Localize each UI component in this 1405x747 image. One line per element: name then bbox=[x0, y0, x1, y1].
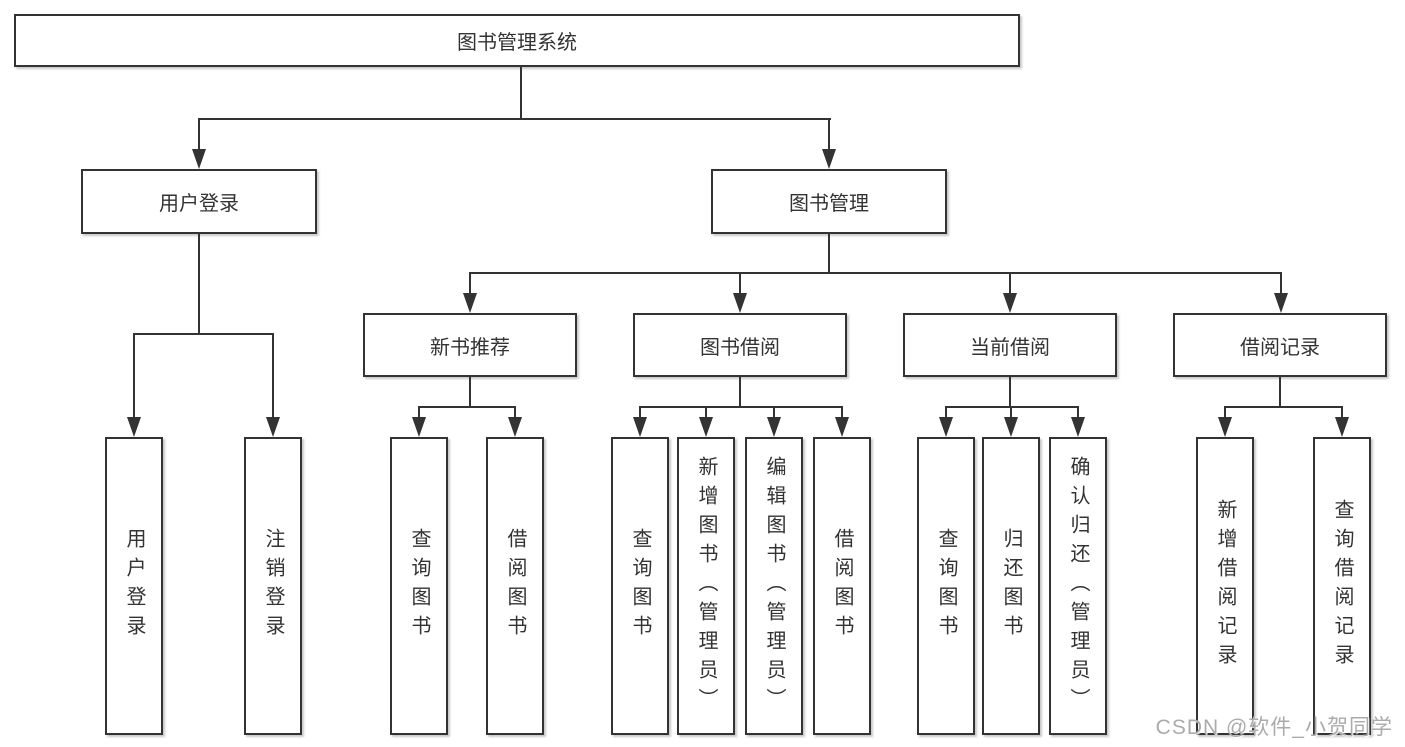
connector-line bbox=[1279, 377, 1281, 407]
arrowhead-down-icon bbox=[835, 417, 849, 437]
node-library-management-system: 图书管理系统 bbox=[14, 14, 1020, 67]
connector-line bbox=[1280, 272, 1282, 293]
connector-line bbox=[639, 406, 641, 417]
connector-line bbox=[1010, 406, 1012, 417]
connector-line bbox=[1341, 406, 1343, 417]
arrowhead-down-icon bbox=[633, 417, 647, 437]
leaf-records-add-record: 新增借阅记录 bbox=[1196, 437, 1254, 735]
connector-line bbox=[198, 118, 200, 149]
leaf-borrow-query-books: 查询图书 bbox=[611, 437, 669, 735]
arrowhead-down-icon bbox=[508, 417, 522, 437]
connector-line bbox=[705, 406, 707, 417]
connector-line bbox=[418, 406, 420, 417]
arrowhead-down-icon bbox=[822, 149, 836, 169]
connector-line bbox=[469, 272, 1282, 274]
connector-line bbox=[520, 67, 522, 119]
leaf-recommend-query-books: 查询图书 bbox=[390, 437, 448, 735]
arrowhead-down-icon bbox=[939, 417, 953, 437]
leaf-user-login: 用户登录 bbox=[105, 437, 163, 735]
connector-line bbox=[514, 406, 516, 417]
connector-line bbox=[469, 272, 471, 293]
connector-line bbox=[828, 118, 830, 149]
connector-line bbox=[1224, 406, 1343, 408]
leaf-records-query-record: 查询借阅记录 bbox=[1313, 437, 1371, 735]
leaf-borrow-add-books-admin: 新增图书（管理员） bbox=[677, 437, 735, 735]
arrowhead-down-icon bbox=[1004, 417, 1018, 437]
connector-line bbox=[1009, 377, 1011, 407]
connector-line bbox=[1077, 406, 1079, 417]
connector-line bbox=[198, 118, 831, 120]
connector-line bbox=[945, 406, 947, 417]
node-user-login: 用户登录 bbox=[81, 169, 317, 234]
arrowhead-down-icon bbox=[699, 417, 713, 437]
leaf-borrow-borrow-books: 借阅图书 bbox=[813, 437, 871, 735]
connector-line bbox=[418, 406, 516, 408]
leaf-borrow-edit-books-admin: 编辑图书（管理员） bbox=[745, 437, 803, 735]
arrowhead-down-icon bbox=[1274, 293, 1288, 313]
arrowhead-down-icon bbox=[463, 293, 477, 313]
connector-line bbox=[739, 377, 741, 407]
connector-line bbox=[828, 234, 830, 273]
connector-line bbox=[739, 272, 741, 293]
arrowhead-down-icon bbox=[127, 417, 141, 437]
arrowhead-down-icon bbox=[192, 149, 206, 169]
connector-line bbox=[272, 333, 274, 417]
arrowhead-down-icon bbox=[266, 417, 280, 437]
leaf-current-query-books: 查询图书 bbox=[917, 437, 975, 735]
connector-line bbox=[133, 333, 135, 417]
leaf-current-confirm-return-admin: 确认归还（管理员） bbox=[1049, 437, 1107, 735]
connector-line bbox=[945, 406, 1079, 408]
arrowhead-down-icon bbox=[1071, 417, 1085, 437]
connector-line bbox=[1224, 406, 1226, 417]
csdn-watermark: CSDN @软件_小贺同学 bbox=[1155, 716, 1393, 739]
arrowhead-down-icon bbox=[412, 417, 426, 437]
leaf-recommend-borrow-books: 借阅图书 bbox=[486, 437, 544, 735]
leaf-logout-login: 注销登录 bbox=[244, 437, 302, 735]
connector-line bbox=[133, 333, 274, 335]
arrowhead-down-icon bbox=[1218, 417, 1232, 437]
leaf-current-return-books: 归还图书 bbox=[982, 437, 1040, 735]
node-borrow-records: 借阅记录 bbox=[1173, 313, 1387, 377]
node-book-management: 图书管理 bbox=[711, 169, 947, 234]
connector-line bbox=[469, 377, 471, 407]
connector-line bbox=[198, 234, 200, 334]
arrowhead-down-icon bbox=[1003, 293, 1017, 313]
node-book-borrow: 图书借阅 bbox=[633, 313, 847, 377]
arrowhead-down-icon bbox=[767, 417, 781, 437]
connector-line bbox=[841, 406, 843, 417]
connector-line bbox=[773, 406, 775, 417]
arrowhead-down-icon bbox=[733, 293, 747, 313]
node-new-book-recommend: 新书推荐 bbox=[363, 313, 577, 377]
arrowhead-down-icon bbox=[1335, 417, 1349, 437]
connector-line bbox=[1009, 272, 1011, 293]
connector-line bbox=[639, 406, 843, 408]
node-current-borrow: 当前借阅 bbox=[903, 313, 1117, 377]
